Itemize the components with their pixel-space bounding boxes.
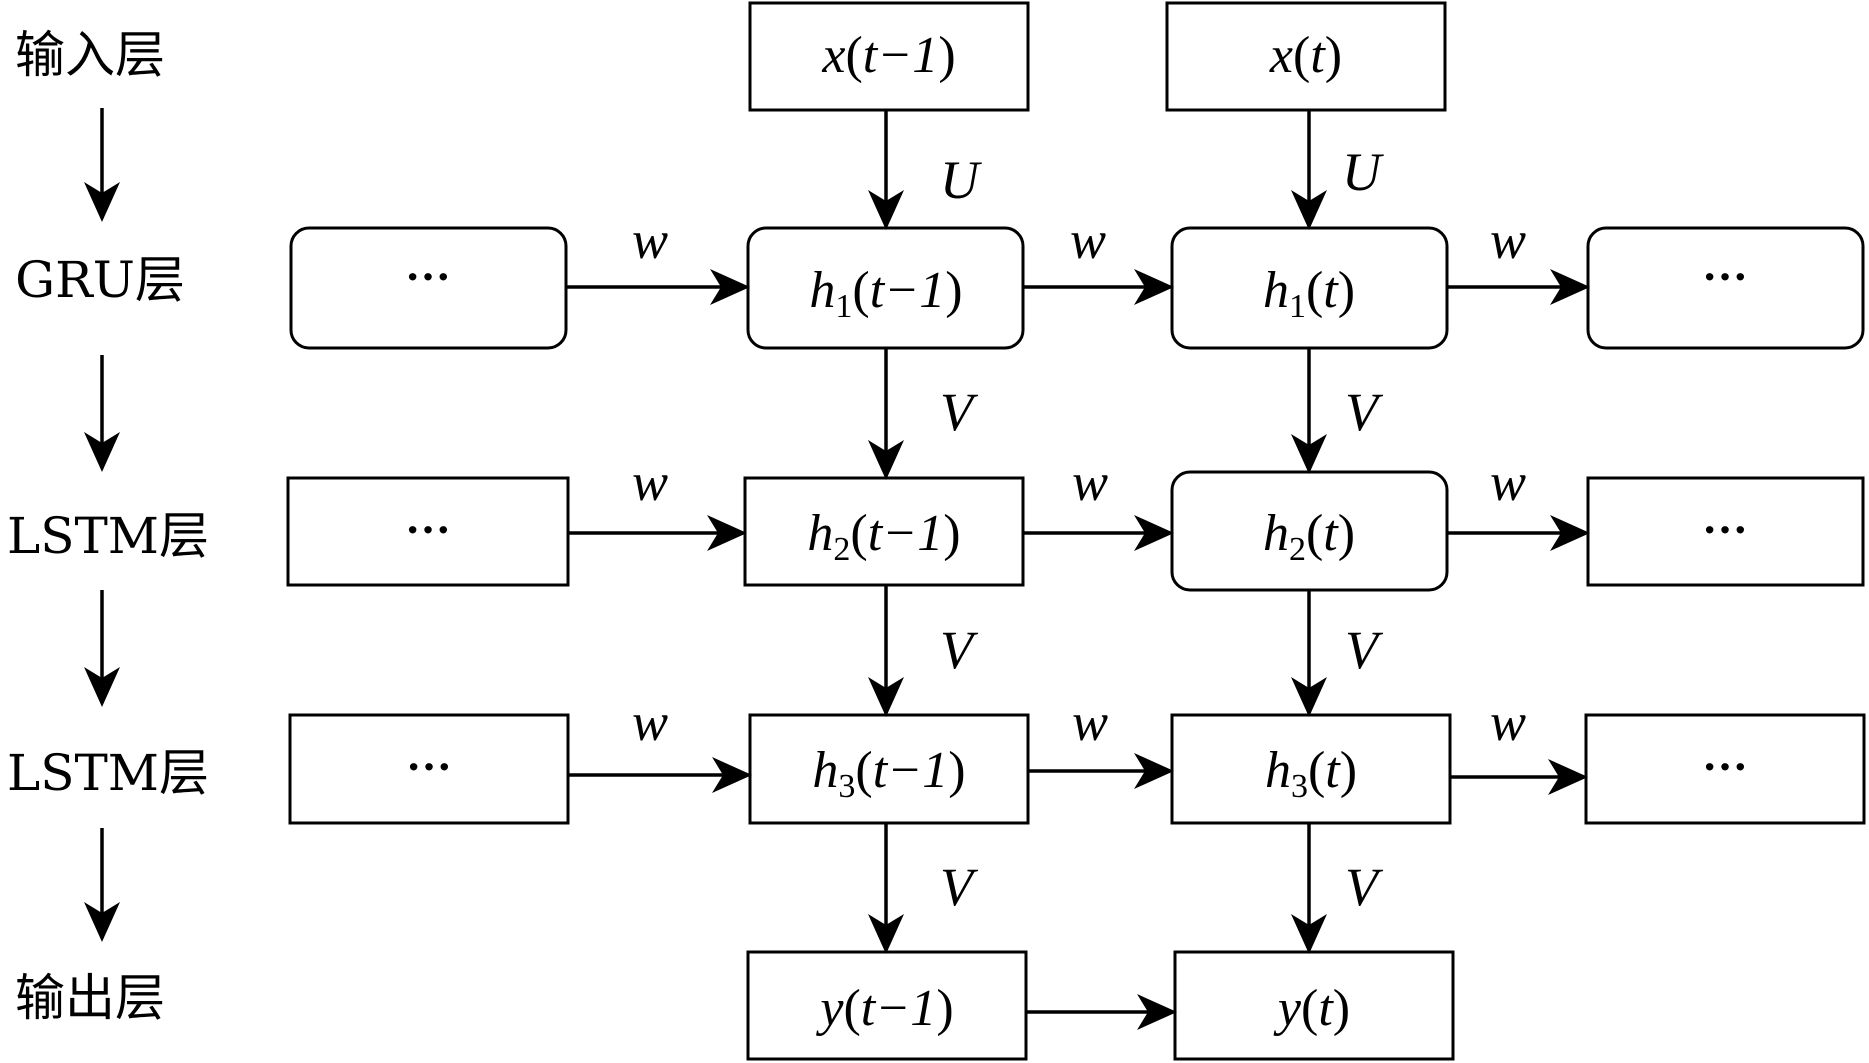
edge-label-v2-prev: V: [940, 620, 979, 680]
layer-label-output: 输出层: [15, 969, 165, 1027]
ellipsis-gru-right: ···: [1702, 251, 1748, 302]
edge-label-u-cur: U: [1342, 142, 1384, 202]
edge-label-w-lstm2-1: w: [632, 692, 668, 752]
node-h3-cur: [1170, 713, 1452, 825]
edge-label-w-lstm1-3: w: [1490, 452, 1526, 512]
label-h1-cur: h1(t): [1263, 262, 1355, 325]
edge-label-w-lstm2-2: w: [1072, 692, 1108, 752]
ellipsis-lstm2-right: ···: [1702, 741, 1748, 792]
label-y-prev: y(t−1): [815, 980, 953, 1037]
ellipsis-lstm1-left: ···: [405, 504, 451, 555]
label-h2-prev: h2(t−1): [807, 505, 960, 568]
node-lstm2-ellipsis-left: [288, 713, 570, 825]
edge-label-w-gru-2: w: [1070, 210, 1106, 270]
edge-label-u-prev: U: [940, 150, 982, 210]
node-x-prev: [748, 1, 1030, 112]
label-x-prev: x(t−1): [821, 27, 955, 84]
node-h3-prev: [748, 713, 1030, 825]
label-h2-cur: h2(t): [1263, 505, 1355, 568]
edge-label-v1-cur: V: [1345, 382, 1384, 442]
edge-label-v1-prev: V: [940, 382, 979, 442]
ellipsis-gru-left: ···: [405, 251, 451, 302]
edge-label-w-lstm1-1: w: [632, 452, 668, 512]
label-x-cur: x(t): [1269, 27, 1342, 84]
edge-label-v3-cur: V: [1345, 857, 1384, 917]
label-h1-prev: h1(t−1): [809, 262, 962, 325]
label-h3-cur: h3(t): [1265, 742, 1357, 805]
node-lstm1-ellipsis-left: [286, 476, 570, 587]
edge-label-v2-cur: V: [1345, 620, 1384, 680]
node-lstm1-ellipsis-right: [1586, 476, 1865, 587]
layer-label-input: 输入层: [15, 26, 165, 84]
node-lstm2-ellipsis-right: [1584, 713, 1866, 825]
label-h3-prev: h3(t−1): [812, 742, 965, 805]
edge-label-w-lstm1-2: w: [1072, 452, 1108, 512]
ellipsis-lstm1-right: ···: [1702, 504, 1748, 555]
edge-label-w-gru-3: w: [1490, 210, 1526, 270]
layer-label-lstm-2: LSTM层: [7, 744, 209, 802]
node-y-prev: [746, 950, 1028, 1061]
edge-label-w-gru-1: w: [632, 210, 668, 270]
layer-label-gru: GRU层: [15, 251, 185, 309]
edge-label-v3-prev: V: [940, 857, 979, 917]
edge-label-w-lstm2-3: w: [1490, 692, 1526, 752]
ellipsis-lstm2-left: ···: [406, 741, 452, 792]
layer-label-lstm-1: LSTM层: [7, 507, 209, 565]
label-y-cur: y(t): [1273, 980, 1350, 1037]
node-y-cur: [1173, 950, 1455, 1061]
node-x-cur: [1165, 1, 1447, 112]
